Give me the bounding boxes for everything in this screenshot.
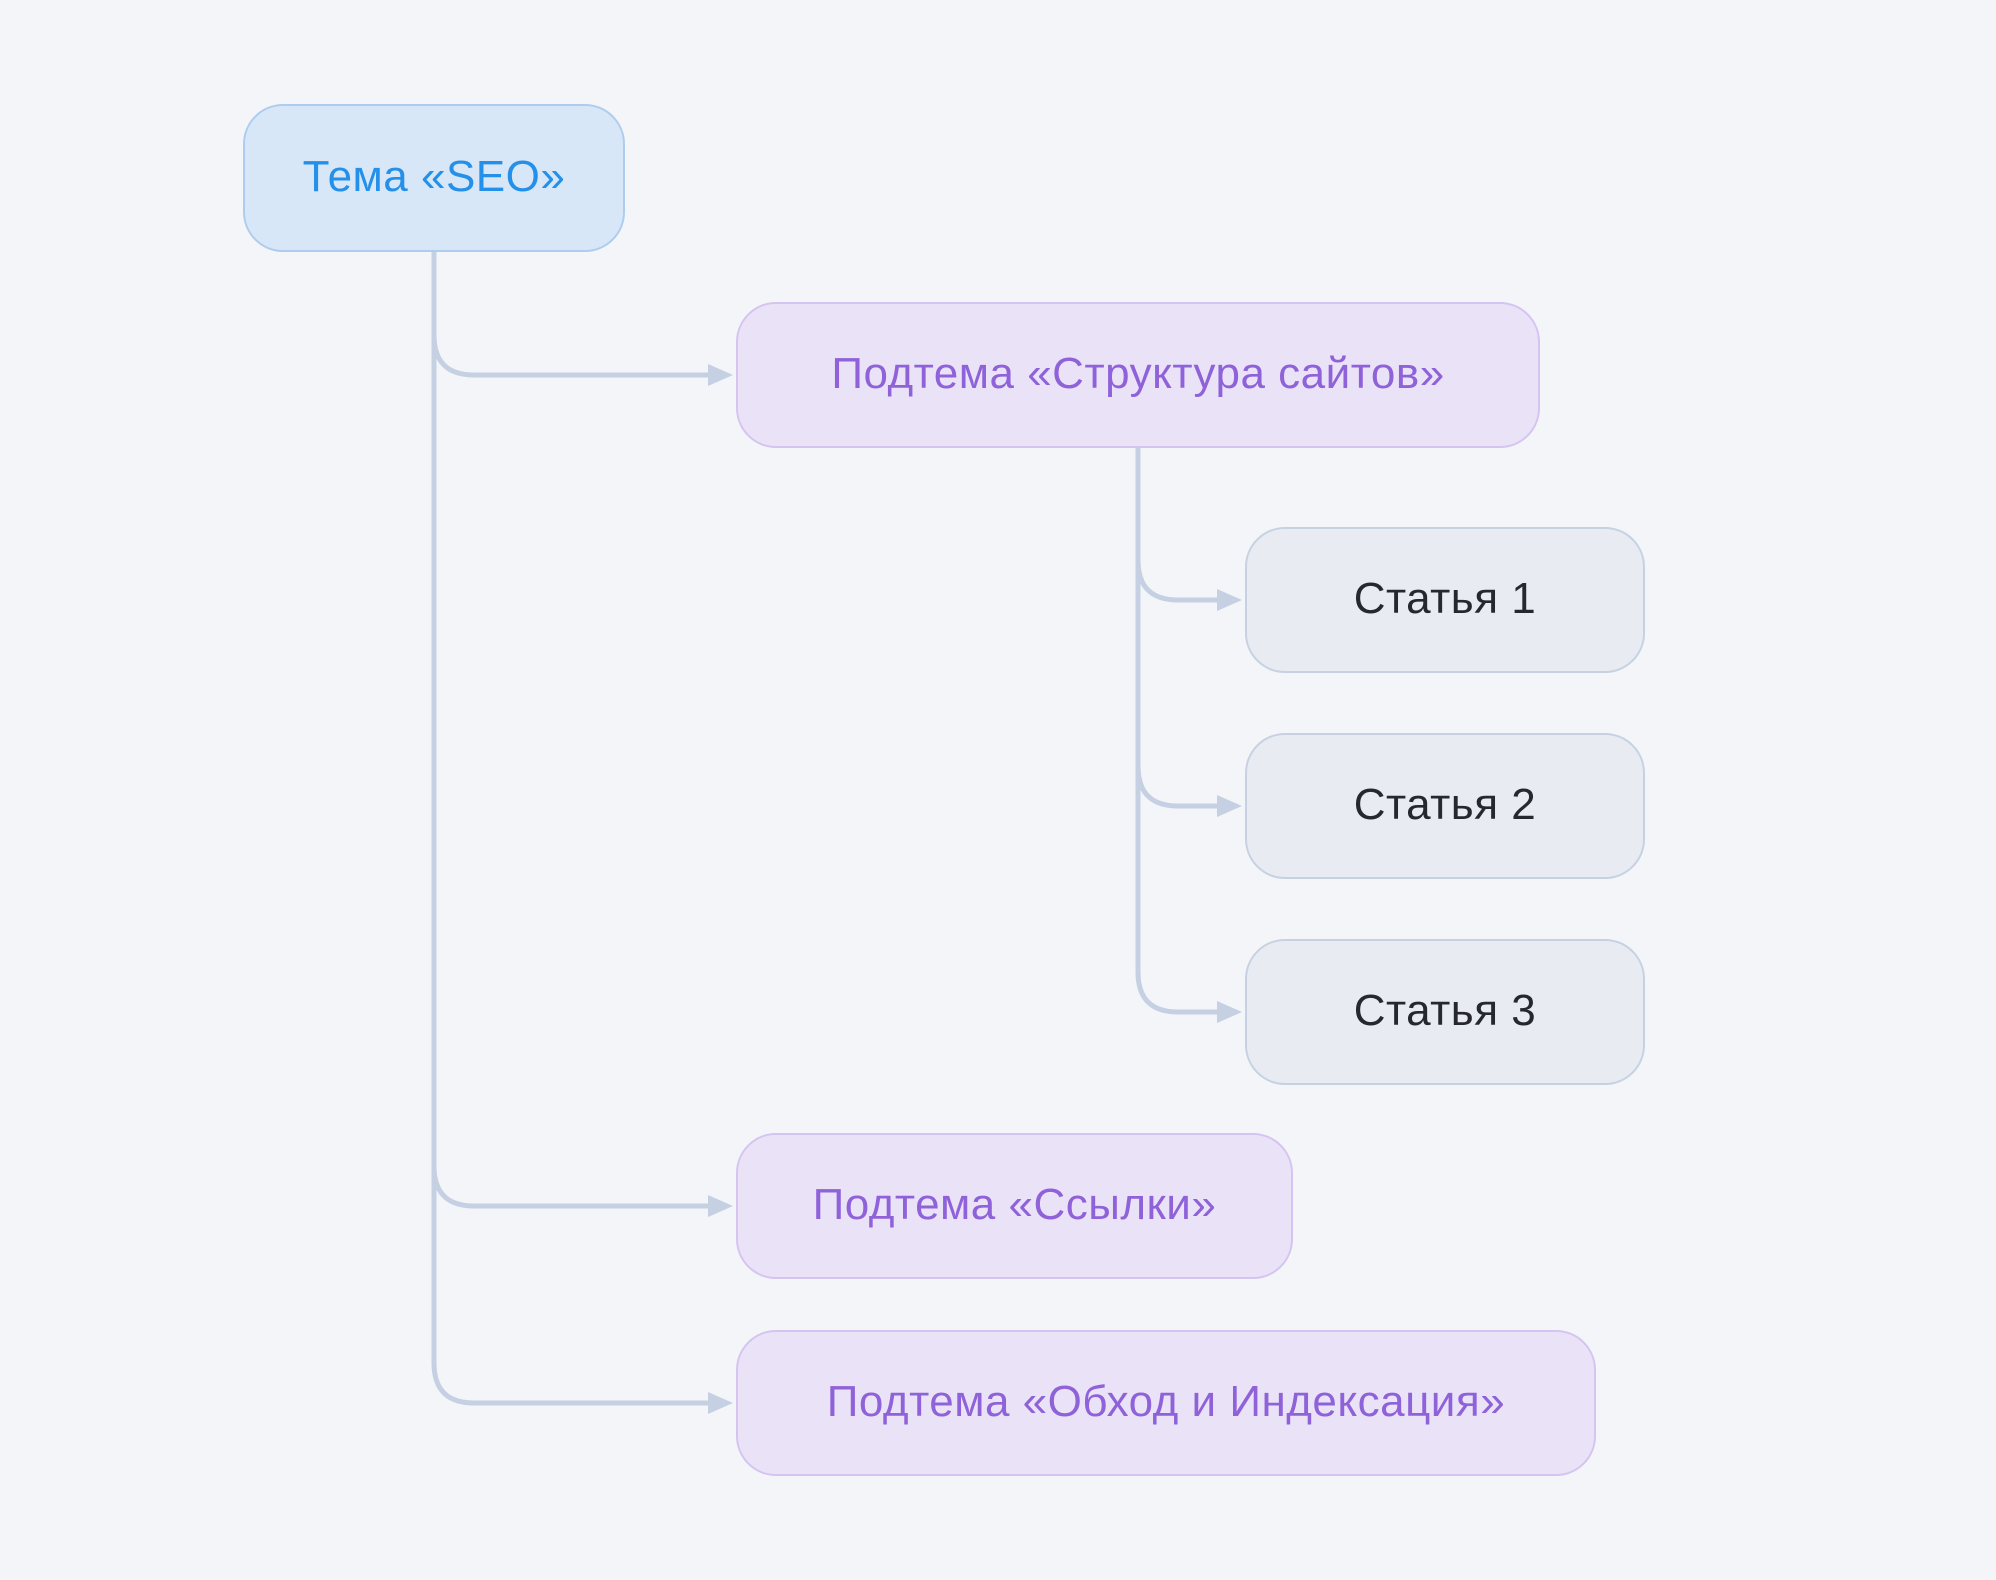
node-article-3-label: Статья 3	[1353, 986, 1537, 1035]
node-article-1: Статья 1	[1245, 527, 1645, 673]
edge-structure-to-article-1	[1135, 445, 1242, 611]
node-article-2: Статья 2	[1245, 733, 1645, 879]
edge-topic-to-subtopic-structure	[431, 249, 733, 386]
edge-structure-to-article-3	[1135, 445, 1242, 1023]
node-subtopic-links: Подтема «Ссылки»	[736, 1133, 1293, 1279]
node-subtopic-crawl-indexing-label: Подтема «Обход и Индексация»	[826, 1377, 1506, 1426]
node-article-2-label: Статья 2	[1353, 780, 1537, 829]
node-topic-seo: Тема «SEO»	[243, 104, 625, 252]
edge-structure-to-article-2	[1135, 445, 1242, 817]
node-subtopic-links-label: Подтема «Ссылки»	[812, 1180, 1217, 1229]
edge-topic-to-subtopic-links	[431, 249, 733, 1217]
edge-topic-to-subtopic-crawl	[431, 249, 733, 1414]
node-subtopic-site-structure: Подтема «Структура сайтов»	[736, 302, 1540, 448]
node-topic-seo-label: Тема «SEO»	[302, 152, 566, 201]
node-subtopic-site-structure-label: Подтема «Структура сайтов»	[831, 349, 1445, 398]
node-article-1-label: Статья 1	[1353, 574, 1537, 623]
node-article-3: Статья 3	[1245, 939, 1645, 1085]
node-subtopic-crawl-indexing: Подтема «Обход и Индексация»	[736, 1330, 1596, 1476]
